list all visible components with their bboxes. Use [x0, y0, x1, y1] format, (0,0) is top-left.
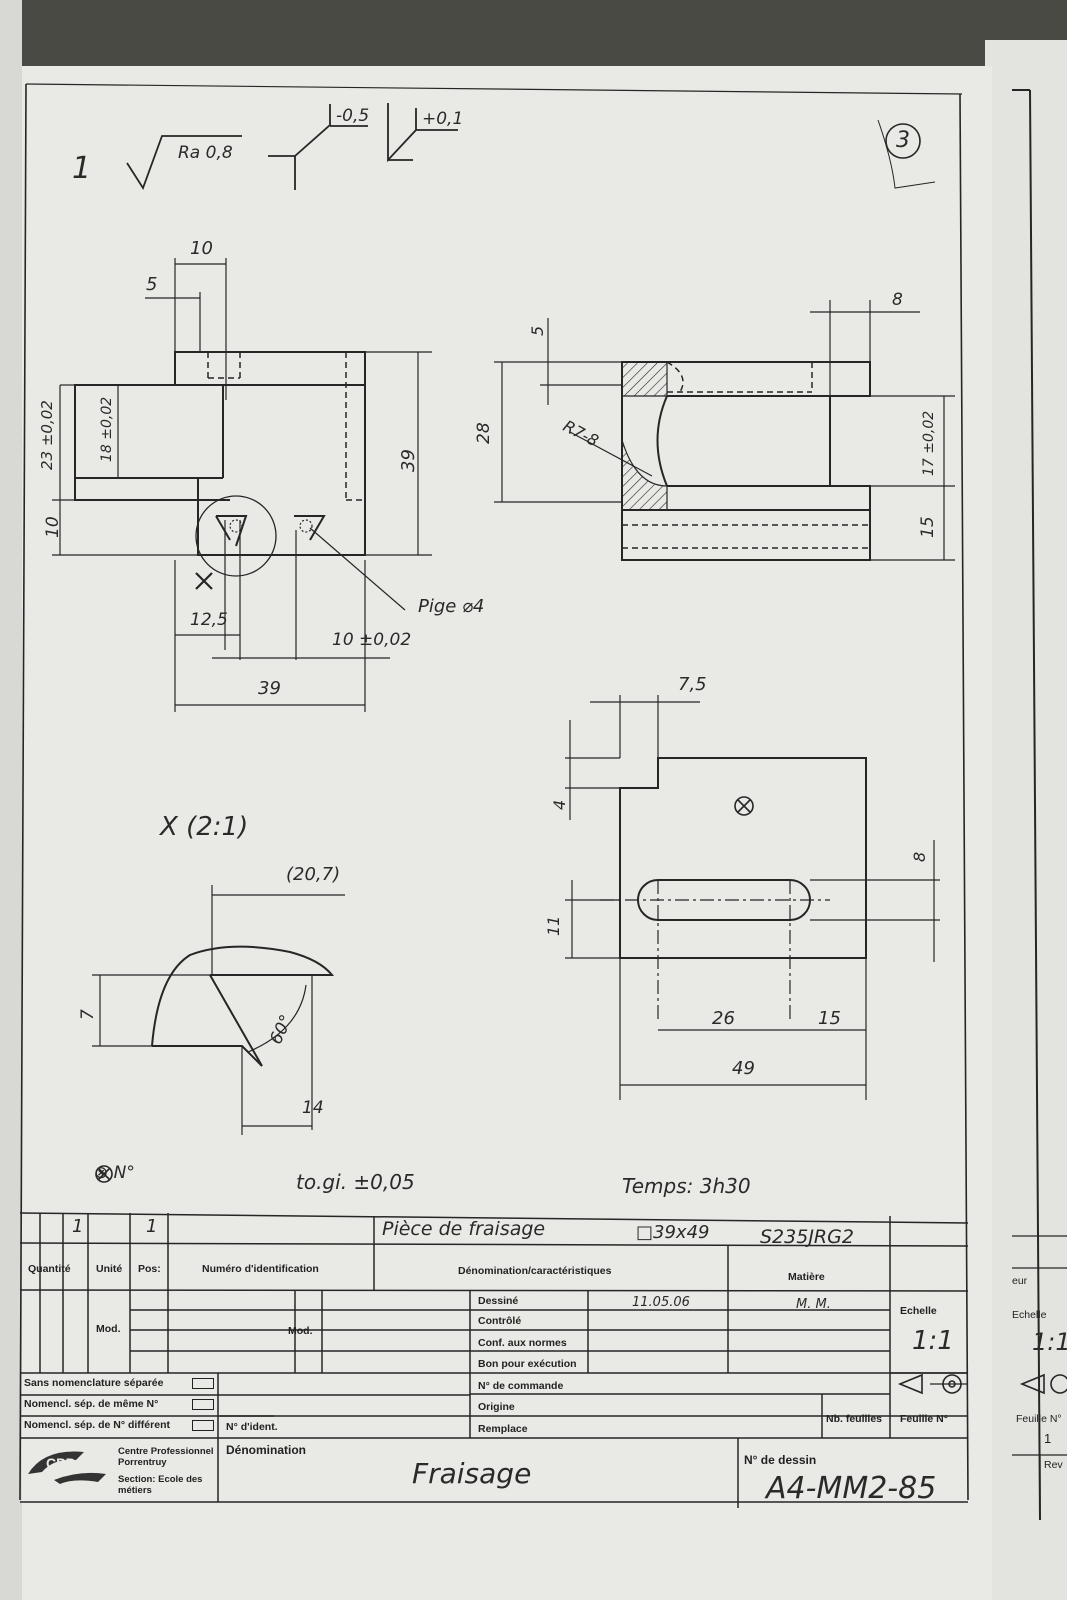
back-rev: Rev	[1044, 1459, 1063, 1471]
tb-header-unit: Unité	[96, 1263, 123, 1275]
side-dim-5: 5	[528, 325, 547, 336]
back-sheet-no: 1	[1044, 1431, 1052, 1446]
tb-drawing-number: A4-MM2-85	[766, 1471, 937, 1506]
detail-dim-14: 14	[302, 1098, 324, 1118]
tb-nomencl-different-checkbox[interactable]	[192, 1420, 214, 1431]
tb-header-pos: Pos:	[138, 1263, 161, 1275]
top-dim-49: 49	[732, 1058, 755, 1079]
general-tolerance: to.gi. ±0,05	[296, 1170, 415, 1194]
top-dim-26: 26	[712, 1008, 735, 1029]
tb-scale: 1:1	[912, 1326, 954, 1356]
back-scale: 1:1	[1032, 1328, 1067, 1356]
back-scale-label: Echelle	[1012, 1309, 1047, 1321]
tb-row-replaces: Remplace	[478, 1423, 528, 1435]
back-sheet	[985, 40, 1067, 1600]
dim-23-tol: 23 ±0,02	[38, 400, 56, 470]
tb-description: Pièce de fraisage	[382, 1218, 546, 1240]
sheet-number: 3	[896, 128, 910, 153]
tb-mod-left: Mod.	[96, 1323, 121, 1335]
tb-drawn-date: 11.05.06	[632, 1295, 690, 1310]
tb-drawing-no-label: N° de dessin	[744, 1453, 817, 1467]
school-name: Centre Professionnel Porrentruy	[118, 1446, 214, 1468]
detail-dim-20-7: (20,7)	[286, 864, 341, 885]
tb-sheets-label: Nb. feuilles	[826, 1413, 883, 1425]
tb-scale-label: Echelle	[900, 1305, 937, 1317]
dim-10-top: 10	[190, 238, 213, 259]
tb-row-origin: Origine	[478, 1401, 515, 1413]
dim-5-front: 5	[146, 274, 158, 295]
tb-header-matiere: Matière	[788, 1271, 825, 1283]
tb-row-order: N° de commande	[478, 1380, 564, 1392]
machining-time: Temps: 3h30	[622, 1174, 751, 1198]
tb-row-checked: Contrôlé	[478, 1315, 522, 1327]
tb-row-drawn: Dessiné	[478, 1295, 519, 1307]
tb-mod-right: Mod.	[288, 1325, 313, 1337]
side-dim-17-tol: 17 ±0,02	[921, 410, 937, 476]
dim-10-tol: 10 ±0,02	[332, 630, 412, 650]
tb-nomencl-different: Nomencl. sép. de N° différent	[24, 1419, 170, 1431]
tolerance-right: +0,1	[422, 109, 464, 129]
side-dim-8: 8	[892, 290, 903, 310]
dim-12-5: 12,5	[190, 610, 228, 630]
detail-dim-7: 7	[78, 1009, 98, 1020]
tb-nomencl-none-checkbox[interactable]	[192, 1378, 214, 1389]
top-dim-7-5: 7,5	[678, 674, 707, 695]
dim-39-vertical: 39	[398, 449, 419, 472]
dim-10-left: 10	[43, 516, 63, 538]
tb-drawn-by: M. M.	[796, 1297, 831, 1312]
school-section: Section: Ecole des métiers	[118, 1474, 203, 1496]
svg-text:CPP: CPP	[46, 1455, 75, 1471]
dim-39-horizontal: 39	[258, 678, 281, 699]
tb-ident-label: N° d'ident.	[226, 1421, 278, 1433]
tb-sheet-label: Feuille N°	[900, 1413, 948, 1425]
tb-quantity: 1	[72, 1216, 84, 1237]
top-dim-15: 15	[818, 1008, 841, 1029]
detail-title: X (2:1)	[160, 812, 249, 842]
logo-icon: CPP	[28, 1451, 106, 1484]
tb-header-id: Numéro d'identification	[202, 1263, 319, 1275]
back-eur: eur	[1012, 1275, 1028, 1287]
top-dim-4: 4	[550, 799, 569, 810]
roughness-value: Ra 0,8	[178, 143, 233, 163]
tb-header-quantity: Quantité	[28, 1263, 71, 1275]
no-mark-note: ⊗ N°	[94, 1163, 135, 1183]
tb-nomencl-same: Nomencl. sép. de même N°	[24, 1398, 159, 1410]
tb-header-denomination: Dénomination/caractéristiques	[458, 1265, 612, 1277]
tolerance-upper: -0,5	[336, 106, 370, 126]
school-logo: CPP	[24, 1446, 110, 1486]
dim-18-tol: 18 ±0,02	[99, 396, 115, 462]
side-dim-15: 15	[918, 516, 938, 538]
tb-material: S235JRG2	[760, 1226, 854, 1248]
side-dim-28: 28	[474, 422, 494, 444]
pin-label: Pige ⌀4	[418, 596, 485, 617]
tb-row-norms: Conf. aux normes	[478, 1337, 567, 1349]
top-dim-11: 11	[544, 915, 563, 936]
surface-count: 1	[72, 151, 92, 186]
tb-nomencl-none: Sans nomenclature séparée	[24, 1377, 164, 1389]
tb-denomination-label: Dénomination	[226, 1443, 306, 1457]
drawing-sheet	[0, 66, 992, 1600]
tb-stock: □39x49	[636, 1222, 710, 1243]
tb-position: 1	[146, 1216, 158, 1237]
tb-row-exec: Bon pour exécution	[478, 1358, 577, 1370]
back-sheet-label: Feuille N°	[1016, 1413, 1062, 1425]
page-shadow-edge	[0, 0, 22, 1600]
tb-nomencl-same-checkbox[interactable]	[192, 1399, 214, 1410]
tb-denomination: Fraisage	[412, 1457, 532, 1490]
top-dim-8: 8	[910, 851, 929, 862]
